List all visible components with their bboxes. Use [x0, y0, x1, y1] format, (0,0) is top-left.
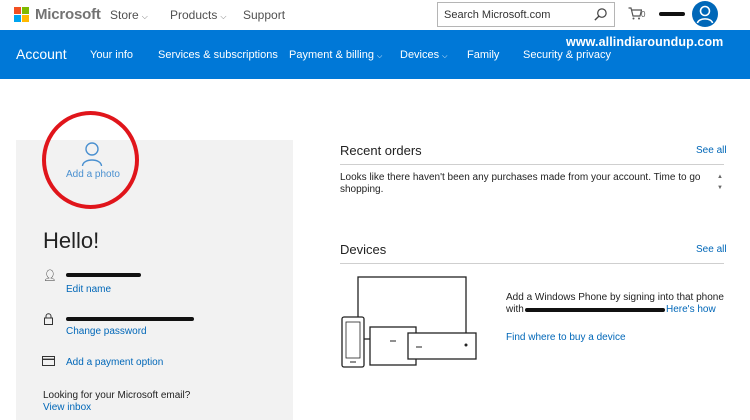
- tab-family[interactable]: Family: [467, 49, 500, 61]
- tab-devices-label: Devices: [400, 49, 440, 61]
- redacted-username: [659, 12, 685, 16]
- top-header: Microsoft Store⌵ Products⌵ Support Searc…: [0, 0, 750, 30]
- orders-see-all-link[interactable]: See all: [696, 145, 727, 156]
- redacted-email: [66, 317, 194, 321]
- lock-icon: [44, 313, 53, 325]
- shopping-cart-icon[interactable]: [628, 7, 642, 20]
- nav-support-label: Support: [243, 8, 286, 22]
- chevron-down-icon: ⌵: [442, 53, 448, 60]
- find-device-link[interactable]: Find where to buy a device: [506, 332, 626, 343]
- account-title[interactable]: Account: [16, 46, 67, 62]
- chevron-down-icon: ⌵: [377, 53, 383, 60]
- orders-scrollbar[interactable]: ▲ ▼: [716, 172, 724, 194]
- search-icon[interactable]: [593, 7, 608, 22]
- windows-logo-icon: [14, 7, 29, 22]
- search-input[interactable]: Search Microsoft.com: [444, 9, 551, 21]
- redacted-name: [66, 273, 141, 277]
- redacted-email: [525, 308, 665, 312]
- user-icon: [696, 5, 714, 24]
- scroll-down-icon[interactable]: ▼: [717, 185, 723, 191]
- add-phone-with-text: with: [506, 304, 524, 315]
- view-inbox-link[interactable]: View inbox: [43, 402, 92, 413]
- microsoft-logo[interactable]: Microsoft: [14, 6, 101, 23]
- recent-orders-heading: Recent orders: [340, 143, 422, 158]
- devices-see-all-link[interactable]: See all: [696, 244, 727, 255]
- nav-products-label: Products: [170, 8, 218, 22]
- tab-payment-billing-label: Payment & billing: [289, 49, 374, 61]
- scroll-up-icon[interactable]: ▲: [717, 174, 723, 180]
- add-phone-text: Add a Windows Phone by signing into that…: [506, 292, 724, 303]
- account-nav-bar: Account Your info Services & subscriptio…: [0, 30, 750, 79]
- tab-security-privacy[interactable]: Security & privacy: [523, 49, 612, 61]
- brand-name: Microsoft: [35, 6, 101, 23]
- contact-card-icon: 👤︎: [43, 270, 57, 282]
- nav-store[interactable]: Store⌵: [110, 8, 148, 22]
- cart-count: 0: [641, 10, 646, 19]
- add-payment-option-link[interactable]: Add a payment option: [66, 357, 164, 368]
- devices-illustration-icon: [341, 276, 477, 368]
- nav-support[interactable]: Support: [243, 8, 285, 22]
- orders-message-line2: shopping.: [340, 184, 384, 195]
- devices-divider: [340, 263, 724, 264]
- credit-card-icon: [42, 356, 55, 366]
- heres-how-link[interactable]: Here's how: [666, 304, 716, 315]
- search-box[interactable]: Search Microsoft.com: [437, 2, 615, 27]
- orders-divider: [340, 164, 724, 165]
- devices-heading: Devices: [340, 242, 387, 257]
- chevron-down-icon: ⌵: [220, 12, 227, 21]
- chevron-down-icon: ⌵: [141, 12, 148, 21]
- watermark-text: www.allindiaroundup.com: [566, 35, 724, 49]
- nav-products[interactable]: Products⌵: [170, 8, 226, 22]
- nav-store-label: Store: [110, 8, 139, 22]
- tab-your-info[interactable]: Your info: [90, 49, 134, 61]
- greeting-heading: Hello!: [43, 228, 100, 253]
- edit-name-link[interactable]: Edit name: [66, 284, 112, 295]
- tab-services-subscriptions[interactable]: Services & subscriptions: [158, 49, 278, 61]
- account-avatar-button[interactable]: [692, 1, 718, 27]
- tab-payment-billing[interactable]: Payment & billing⌵: [289, 49, 382, 61]
- tab-devices[interactable]: Devices⌵: [400, 49, 447, 61]
- highlight-circle: [42, 111, 139, 209]
- email-question-text: Looking for your Microsoft email?: [43, 390, 191, 401]
- orders-message-line1: Looks like there haven't been any purcha…: [340, 172, 701, 183]
- change-password-link[interactable]: Change password: [66, 326, 147, 337]
